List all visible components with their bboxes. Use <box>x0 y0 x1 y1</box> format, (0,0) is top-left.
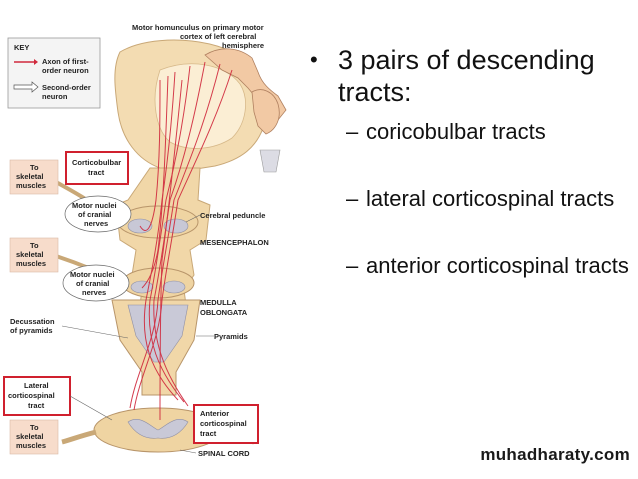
lateral-line1: Lateral <box>24 381 49 390</box>
axon-fibers <box>129 61 233 421</box>
to-skeletal-1-line1: To <box>30 163 39 172</box>
motor-nuclei-2-line3: nerves <box>82 288 106 297</box>
corticobulbar-line1: Corticobulbar <box>72 158 121 167</box>
bullet-main: • 3 pairs of descending tracts: <box>310 44 630 108</box>
lateral-line3: tract <box>28 401 45 410</box>
to-skeletal-2-line3: muscles <box>16 259 46 268</box>
to-skeletal-2-line1: To <box>30 241 39 250</box>
anterior-line3: tract <box>200 429 217 438</box>
sub-bullet-2-text: lateral corticospinal tracts <box>366 186 615 211</box>
watermark: muhadharaty.com <box>480 445 630 464</box>
sub-bullet-3: – anterior corticospinal tracts <box>346 252 630 279</box>
to-skeletal-2-line2: skeletal <box>16 250 44 259</box>
anterior-line2: corticospinal <box>200 419 247 428</box>
to-skeletal-3-line1: To <box>30 423 39 432</box>
medulla-section <box>121 267 195 299</box>
motor-nuclei-1-line2: of cranial <box>78 210 111 219</box>
to-skeletal-1-line3: muscles <box>16 181 46 190</box>
homunculus-label-2: cortex of left cerebral <box>180 32 256 41</box>
decussation-line1: Decussation <box>10 317 55 326</box>
larynx <box>259 149 281 173</box>
to-skeletal-1-line2: skeletal <box>16 172 44 181</box>
descending-tracts-diagram: KEY Axon of first- order neuron Second-o… <box>3 23 287 458</box>
bullet-dot-icon: • <box>310 47 318 72</box>
sub-bullet-2: – lateral corticospinal tracts <box>346 185 630 212</box>
to-skeletal-3-line3: muscles <box>16 441 46 450</box>
corticobulbar-highlight <box>65 151 129 185</box>
homunculus-face <box>251 89 280 135</box>
pyramids-label: Pyramids <box>214 332 248 341</box>
key-title: KEY <box>14 43 29 52</box>
motor-nuclei-1-line3: nerves <box>84 219 108 228</box>
sub-bullet-1-text: coricobulbar tracts <box>366 119 546 144</box>
motor-nuclei-2-line2: of cranial <box>76 279 109 288</box>
spinal-cord-grey <box>127 419 189 439</box>
bullet-list: • 3 pairs of descending tracts: – corico… <box>310 44 630 279</box>
to-skeletal-3-line2: skeletal <box>16 432 44 441</box>
key-box <box>7 37 101 109</box>
medulla-label-2: OBLONGATA <box>200 308 248 317</box>
lateral-highlight <box>3 376 71 416</box>
decussation-line2: of pyramids <box>10 326 53 335</box>
key-second-order-line2: neuron <box>42 92 68 101</box>
sub-bullet-3-text: anterior corticospinal tracts <box>366 253 629 278</box>
dash-icon: – <box>346 186 359 211</box>
anterior-line1: Anterior <box>200 409 229 418</box>
lateral-line2: corticospinal <box>8 391 55 400</box>
motor-nuclei-2-line1: Motor nuclei <box>70 270 115 279</box>
spinal-nerve-left <box>61 429 97 445</box>
medulla-grey-right <box>162 280 186 294</box>
motor-nuclei-1-line1: Motor nuclei <box>72 201 117 210</box>
spinal-cord-label: SPINAL CORD <box>198 449 250 458</box>
homunculus-label-3: hemisphere <box>222 41 264 50</box>
homunculus-label-1: Motor homunculus on primary motor <box>132 23 264 32</box>
dash-icon: – <box>346 119 359 144</box>
mesencephalon-grey-right <box>163 218 189 234</box>
bullet-main-text: 3 pairs of descending tracts: <box>338 45 595 107</box>
medulla-label-1: MEDULLA <box>200 298 237 307</box>
cortex-inner <box>154 63 246 149</box>
sub-bullet-1: – coricobulbar tracts <box>346 118 630 145</box>
key-second-order-line1: Second-order <box>42 83 91 92</box>
key-second-order-arrow <box>13 81 39 93</box>
key-first-order-line1: Axon of first- <box>42 57 89 66</box>
anterior-highlight <box>193 404 259 444</box>
key-first-order-line2: order neuron <box>42 66 89 75</box>
dash-icon: – <box>346 253 359 278</box>
mesencephalon-label: MESENCEPHALON <box>200 238 269 247</box>
corticobulbar-line2: tract <box>88 168 105 177</box>
cerebral-peduncle-label: Cerebral peduncle <box>200 211 265 220</box>
